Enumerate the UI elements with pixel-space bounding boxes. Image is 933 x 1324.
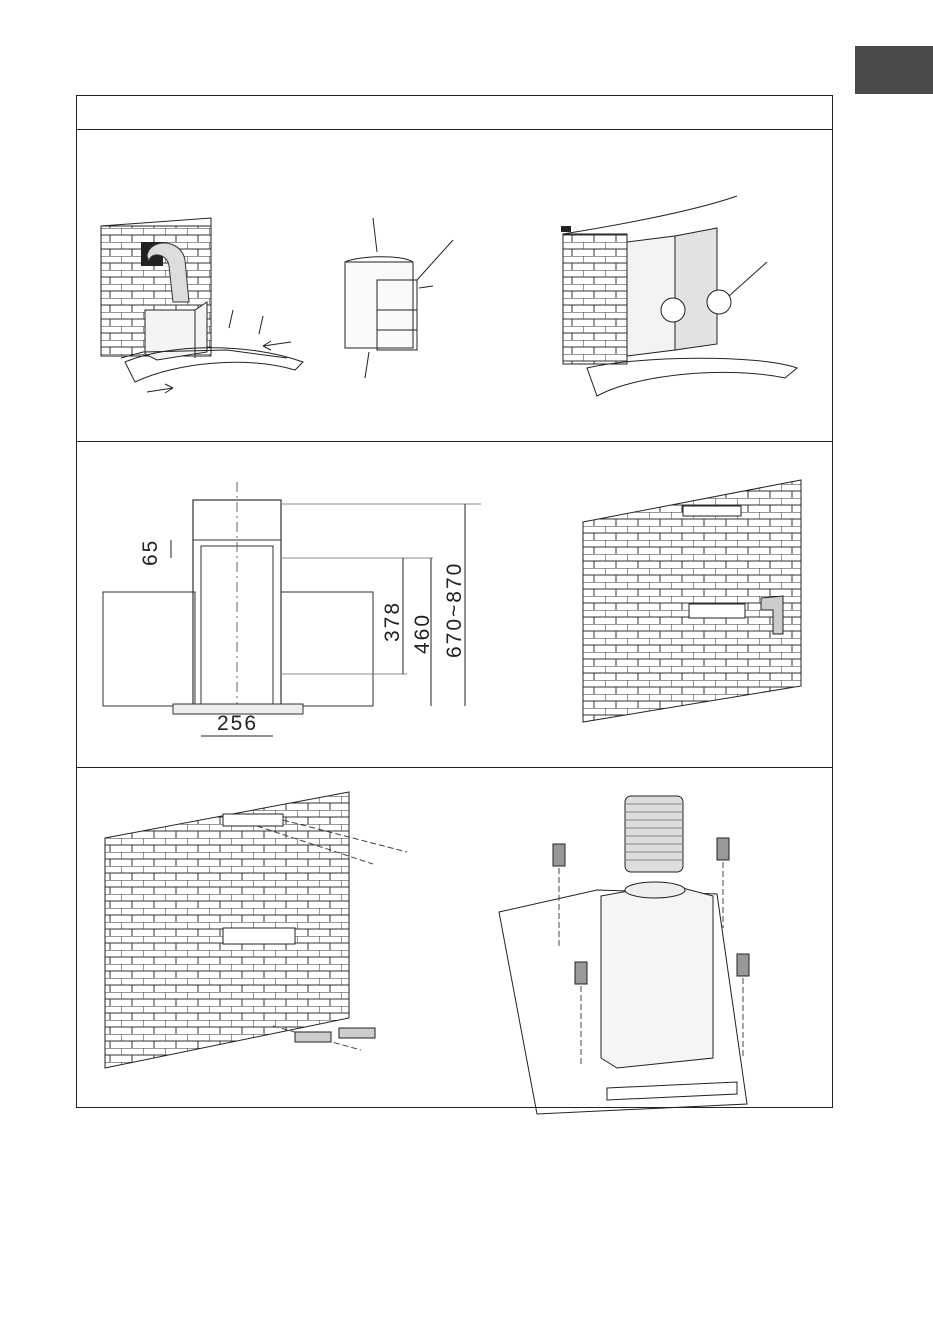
dimension-256: 256 (217, 712, 258, 735)
dimension-65: 65 (139, 539, 162, 566)
row-dimensions: 65 378 460 670~870 256 (77, 442, 832, 768)
header-row (77, 96, 832, 130)
figure-hood-with-duct (77, 130, 834, 442)
figure-dimension-drawing: 65 378 460 670~870 256 (77, 442, 834, 768)
dimension-460: 460 (411, 613, 434, 654)
language-tab (855, 46, 933, 94)
row-installation-overview (77, 130, 832, 442)
figure-mounting (77, 768, 834, 1108)
instruction-frame: 65 378 460 670~870 256 (76, 95, 833, 1108)
dimension-378: 378 (381, 601, 404, 642)
row-mounting (77, 768, 832, 1108)
dimension-670-870: 670~870 (443, 562, 466, 658)
